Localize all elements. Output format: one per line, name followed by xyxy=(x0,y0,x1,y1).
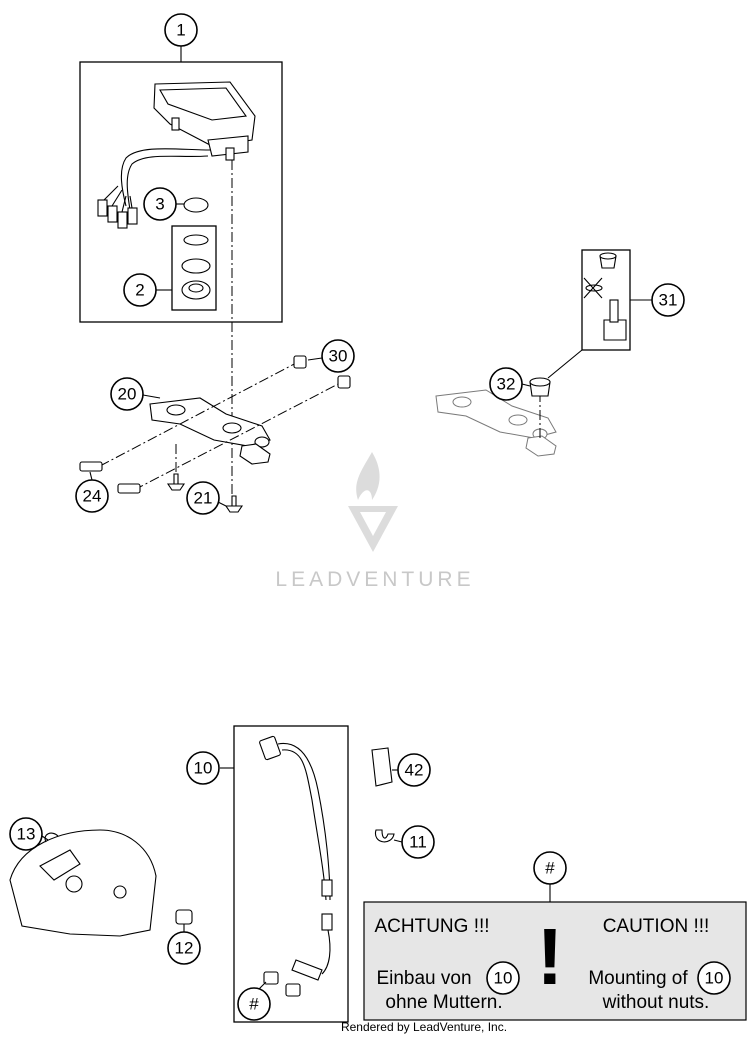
cap-part xyxy=(183,197,209,213)
german-part-ref: 10 xyxy=(494,969,513,988)
callout-21[interactable]: 21 xyxy=(186,481,220,515)
clamp-part xyxy=(374,829,395,843)
o-ring-small-part xyxy=(183,234,209,246)
bolt-part-2 xyxy=(117,483,141,494)
lock-nut-part xyxy=(175,909,193,925)
o-ring-large-part xyxy=(181,258,211,274)
screw-part-2 xyxy=(224,495,244,513)
german-instruction-line2: ohne Muttern. xyxy=(385,992,502,1013)
nut-part-2 xyxy=(285,983,301,997)
spacer-part xyxy=(293,355,307,369)
screw-part xyxy=(166,473,186,491)
svg-text:32: 32 xyxy=(497,375,516,394)
bracket-alternate-part xyxy=(435,389,557,457)
circlip-part xyxy=(44,832,59,843)
callout-10[interactable]: 10 xyxy=(186,751,220,785)
callout-11[interactable]: 11 xyxy=(401,825,435,859)
exclamation-mark-icon: ! xyxy=(537,912,564,1001)
english-instruction-line1: Mounting of xyxy=(588,968,688,989)
callout-30[interactable]: 30 xyxy=(321,339,355,373)
svg-text:12: 12 xyxy=(175,939,194,958)
svg-text:30: 30 xyxy=(329,347,348,366)
svg-text:21: 21 xyxy=(194,489,213,508)
speed-sensor-part xyxy=(259,735,333,981)
seal-kit-frame xyxy=(171,225,217,311)
callout-42[interactable]: 42 xyxy=(397,753,431,787)
callout-20[interactable]: 20 xyxy=(110,377,144,411)
footer-credit: Rendered by LeadVenture, Inc. xyxy=(341,1020,507,1034)
instrument-bracket-part xyxy=(149,397,271,465)
svg-text:11: 11 xyxy=(409,833,427,852)
svg-text:31: 31 xyxy=(659,291,678,310)
flame-logo-icon xyxy=(356,452,380,500)
callout-24[interactable]: 24 xyxy=(75,479,109,513)
svg-text:13: 13 xyxy=(17,825,36,844)
leadventure-watermark: LEADVENTURE xyxy=(275,452,474,591)
brake-disc-part xyxy=(9,829,157,937)
svg-text:1: 1 xyxy=(176,21,185,40)
spacer-part-2 xyxy=(337,375,351,389)
bolt-part xyxy=(79,461,103,472)
callout-2[interactable]: 2 xyxy=(123,273,157,307)
v-logo-icon xyxy=(348,506,398,552)
callout-31[interactable]: 31 xyxy=(651,283,685,317)
svg-text:3: 3 xyxy=(155,195,164,214)
achtung-heading: ACHTUNG !!! xyxy=(374,916,489,937)
nut-part xyxy=(263,971,279,985)
callout-1[interactable]: 1 xyxy=(164,13,198,47)
caution-note-box xyxy=(363,901,747,1021)
callout-hash-note[interactable]: # xyxy=(533,851,567,885)
svg-text:10: 10 xyxy=(194,759,213,778)
svg-text:2: 2 xyxy=(135,281,144,300)
german-instruction-line1: Einbau von xyxy=(376,968,471,989)
caution-heading: CAUTION !!! xyxy=(603,916,710,937)
svg-text:20: 20 xyxy=(118,385,137,404)
svg-text:#: # xyxy=(249,995,259,1014)
clip-part xyxy=(371,747,393,787)
instrument-cluster-part xyxy=(97,81,256,229)
callout-13[interactable]: 13 xyxy=(9,817,43,851)
svg-text:24: 24 xyxy=(83,487,102,506)
callout-12[interactable]: 12 xyxy=(167,931,201,965)
callout-hash-nuts[interactable]: # xyxy=(237,987,271,1021)
callout-3[interactable]: 3 xyxy=(143,187,177,221)
english-instruction-line2: without nuts. xyxy=(602,992,710,1013)
caution-note: ACHTUNG !!! CAUTION !!! ! Einbau von 10 … xyxy=(363,901,747,1021)
speed-sensor-frame xyxy=(233,725,349,1023)
english-part-ref: 10 xyxy=(705,969,724,988)
callout-32[interactable]: 32 xyxy=(489,367,523,401)
watermark-text: LEADVENTURE xyxy=(275,568,474,591)
svg-text:42: 42 xyxy=(405,761,424,780)
svg-text:#: # xyxy=(545,859,555,878)
